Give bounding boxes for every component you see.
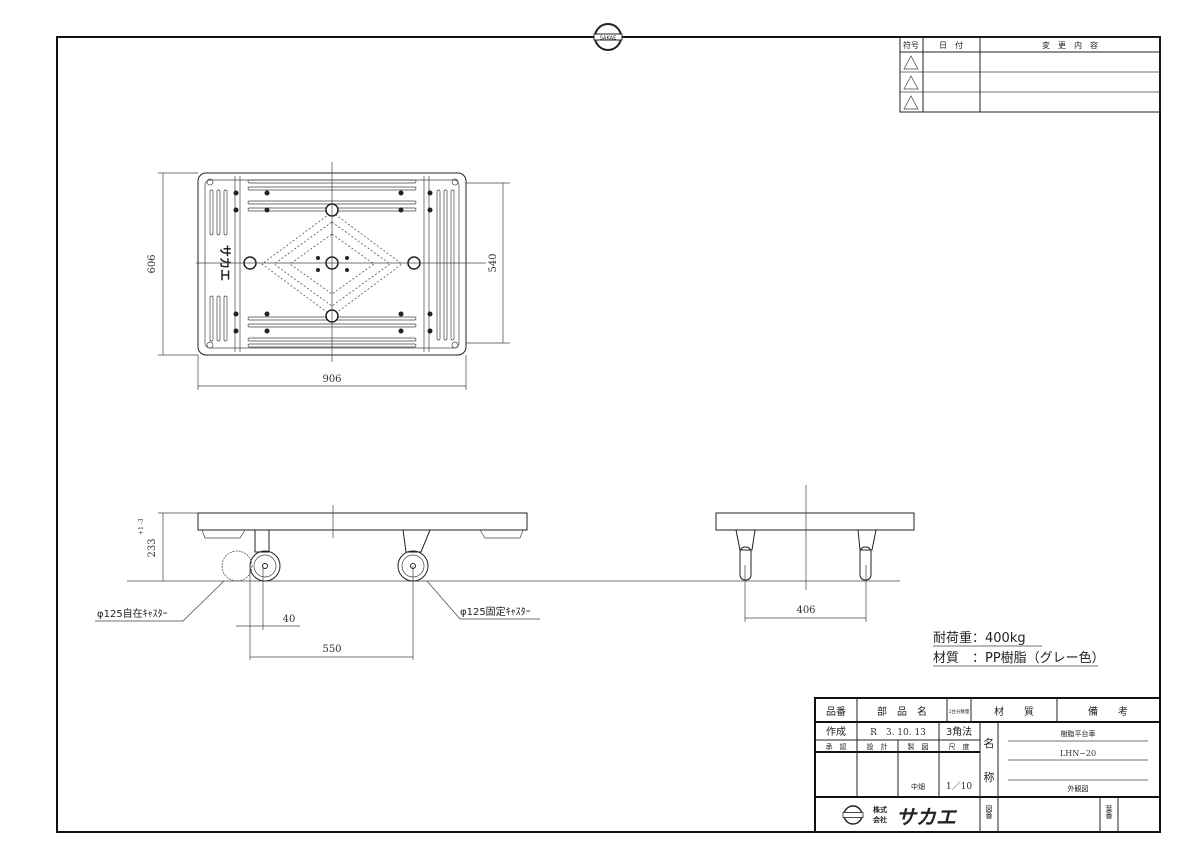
header-remarks: 備 考 — [1088, 705, 1128, 718]
product-name: 樹脂平台車 — [1061, 729, 1096, 738]
name-label-2: 称 — [984, 770, 995, 784]
note-load: 耐荷重：400kg — [933, 630, 1026, 646]
rev-header-symbol: 符号 — [903, 40, 919, 50]
front-view: 406 — [715, 485, 915, 622]
dim-wheelbase: 550 — [322, 644, 341, 655]
header-part-no: 品番 — [826, 706, 846, 718]
company-logo-top: SAKAE — [593, 23, 623, 51]
dim-height: 233 — [147, 538, 158, 557]
header-part-name: 部 品 名 — [877, 705, 927, 718]
label-swivel-caster: φ125自在ｷｬｽﾀｰ — [97, 607, 168, 620]
company-kabushiki: 株式 — [873, 805, 887, 814]
header-quantity: 1台分数量 — [949, 708, 970, 715]
drawing-no-label: 図番 — [985, 805, 993, 820]
revision-triangle-icon — [903, 75, 919, 90]
rev-header-date: 日 付 — [939, 40, 963, 50]
revision-triangle-icon — [903, 95, 919, 110]
drawing-type: 外観図 — [1068, 784, 1089, 793]
dim-height-tolerance: +1 -3 — [138, 518, 145, 535]
note-material: 材質 ：PP樹脂（グレー色） — [933, 650, 1105, 666]
revision-table: 符号 日 付 変 更 内 容 — [899, 36, 1161, 113]
label-fixed-caster: φ125固定ｷｬｽﾀｰ — [460, 605, 531, 618]
design-label: 設 計 — [867, 742, 888, 751]
created-date: R 3. 10. 13 — [870, 728, 926, 738]
projection-method: 3角法 — [946, 725, 972, 738]
drafter-name: 中畑 — [911, 782, 925, 791]
rev-header-content: 変 更 内 容 — [1042, 40, 1098, 50]
company-name: サカエ — [896, 805, 958, 829]
revision-triangle-icon — [903, 55, 919, 70]
sheet-no-label: 葉番 — [1105, 804, 1113, 820]
scale-value: 1／10 — [946, 781, 972, 792]
dim-offset: 40 — [283, 614, 296, 625]
created-label: 作成 — [826, 726, 846, 738]
header-material: 材 質 — [994, 705, 1034, 718]
top-view: サカエ 606 540 906 — [147, 162, 510, 390]
dim-width: 906 — [322, 374, 341, 385]
company-logo-icon — [842, 805, 864, 825]
name-label-1: 名 — [984, 736, 995, 750]
dim-depth: 606 — [147, 254, 158, 273]
draft-label: 製 図 — [908, 742, 929, 751]
product-model: LHN−20 — [1060, 749, 1096, 758]
title-block: 品番 部 品 名 1台分数量 材 質 備 考 作成 R 3. 10. 13 3角… — [814, 697, 1161, 833]
scale-label: 尺 度 — [949, 742, 970, 751]
dim-track: 406 — [796, 605, 815, 616]
dim-inner: 540 — [488, 253, 499, 272]
side-view: 233 +1 -3 40 550 φ125自在ｷｬｽﾀｰ φ125固定ｷｬｽﾀｰ — [95, 505, 900, 660]
logo-text: SAKAE — [600, 36, 616, 42]
company-kaisha: 会社 — [873, 815, 887, 824]
approve-label: 承 認 — [826, 742, 847, 751]
spec-notes: 耐荷重：400kg 材質 ：PP樹脂（グレー色） — [933, 630, 1105, 667]
